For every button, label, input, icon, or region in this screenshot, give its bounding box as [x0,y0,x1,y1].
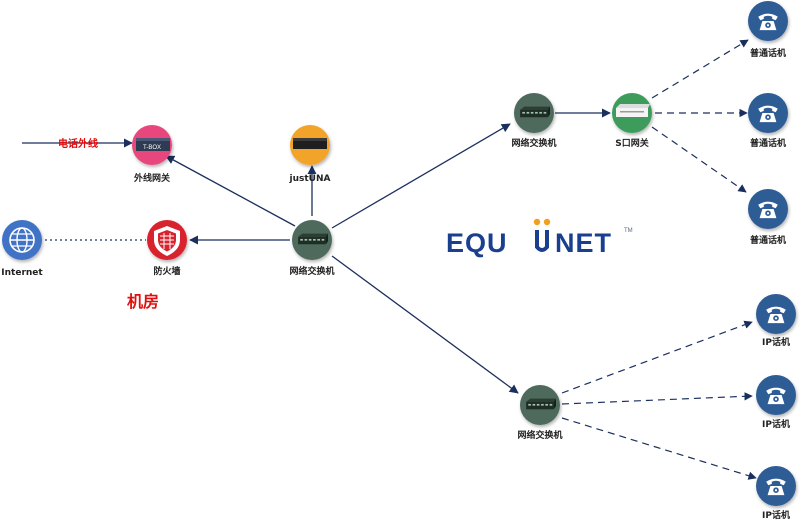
tbox-label: T-BOX [143,145,161,151]
switch-top-label: 网络交换机 [511,137,556,149]
phone-ip-2-label: IP话机 [762,418,790,430]
outer-gateway-node[interactable]: T-BOX 外线网关 [132,125,172,184]
s-gateway-label: S口网关 [615,137,648,149]
switch-bottom-node[interactable]: 网络交换机 [517,385,563,441]
phone-regular-3-label: 普通话机 [750,234,786,246]
logo-dot-right-icon [543,218,551,226]
phone-ip-3-label: IP话机 [762,509,790,521]
connections [22,39,757,480]
switch-center-label: 网络交换机 [289,265,334,277]
link-switch-gateway [165,155,296,227]
phone-line-label: 电话外线 [58,137,98,150]
logo-ii-icon [535,230,549,252]
link-switch-top [331,123,511,229]
justuna-node[interactable]: justUNA [289,125,331,184]
phone-regular-2-label: 普通话机 [750,137,786,149]
justuna-label: justUNA [289,174,331,184]
logo-text-right: NET [555,228,612,258]
phone-ip-1-node[interactable]: IP话机 [756,294,796,348]
s-gateway-node[interactable]: S口网关 [612,93,652,149]
link-switch-bottom [331,255,519,394]
switch-bottom-label: 网络交换机 [517,429,562,441]
link-sgw-phone1 [651,39,749,99]
firewall-node[interactable]: 防火墙 [147,220,187,277]
link-sgw-phone3 [651,126,747,193]
equinet-logo: EQU NET TM [446,218,633,258]
phone-regular-1-label: 普通话机 [750,47,786,59]
link-sw-ipphone2 [561,392,753,405]
outer-gateway-label: 外线网关 [133,172,170,184]
logo-text-left: EQU [446,228,508,258]
logo-dot-left-icon [533,218,541,226]
phone-regular-1-node[interactable]: 普通话机 [748,1,788,59]
phone-ip-3-node[interactable]: IP话机 [756,466,796,521]
machine-room-label: 机房 [127,292,159,311]
internet-node[interactable]: Internet [1,220,43,278]
switch-center-node[interactable]: 网络交换机 [289,220,335,277]
link-sw-ipphone3 [561,417,757,480]
internet-label: Internet [1,268,43,278]
logo-trademark: TM [624,228,633,234]
switch-top-node[interactable]: 网络交换机 [511,93,557,149]
firewall-label: 防火墙 [153,265,180,277]
phone-ip-2-node[interactable]: IP话机 [756,375,796,430]
link-sw-ipphone1 [561,320,753,394]
phone-regular-2-node[interactable]: 普通话机 [748,93,788,149]
phone-regular-3-node[interactable]: 普通话机 [748,189,788,246]
phone-ip-1-label: IP话机 [762,336,790,348]
